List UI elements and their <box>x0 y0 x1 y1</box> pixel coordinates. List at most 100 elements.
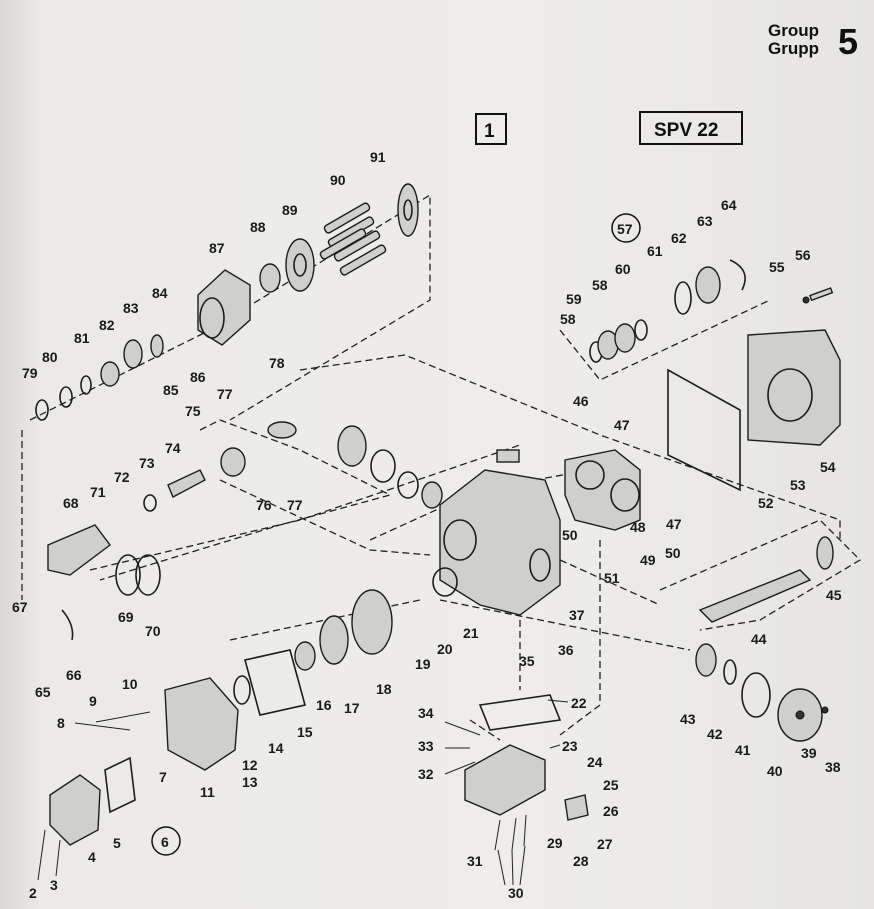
callout-4: 4 <box>88 849 96 865</box>
callout-45: 45 <box>826 587 842 603</box>
callout-74: 74 <box>165 440 181 456</box>
callout-13: 13 <box>242 774 258 790</box>
callout-64: 64 <box>721 197 737 213</box>
callout-59: 59 <box>566 291 582 307</box>
callout-76: 76 <box>256 497 272 513</box>
part-clip-66 <box>61 609 74 641</box>
callout-41: 41 <box>735 742 751 758</box>
callout-18: 18 <box>376 681 392 697</box>
part-servo-cylinder-68 <box>47 524 111 576</box>
callout-66: 66 <box>66 667 82 683</box>
callout-39: 39 <box>801 745 817 761</box>
part-ring-62 <box>674 281 692 315</box>
part-ring-41 <box>741 672 771 718</box>
callout-25: 25 <box>603 777 619 793</box>
part-bearing-17 <box>319 615 349 665</box>
part-washer-73 <box>143 494 157 512</box>
callout-34: 34 <box>418 705 434 721</box>
callout-19: 19 <box>415 656 431 672</box>
callout-6: 6 <box>161 834 169 850</box>
callout-20: 20 <box>437 641 453 657</box>
callout-58b: 58 <box>592 277 608 293</box>
callout-57: 57 <box>617 221 633 237</box>
callout-5: 5 <box>113 835 121 851</box>
callout-68: 68 <box>63 495 79 511</box>
part-bearing-63 <box>695 266 721 304</box>
callout-60: 60 <box>615 261 631 277</box>
part-gasket-22 <box>478 694 562 731</box>
parts <box>35 183 841 851</box>
section-box-number: 1 <box>484 121 495 142</box>
part-washer-55 <box>802 296 810 304</box>
callout-81: 81 <box>74 330 90 346</box>
callout-26: 26 <box>603 803 619 819</box>
part-ring-80 <box>59 386 73 408</box>
callout-40: 40 <box>767 763 783 779</box>
part-screw-56 <box>809 287 834 302</box>
part-bearing-18 <box>351 589 393 655</box>
callout-32: 32 <box>418 766 434 782</box>
callout-3: 3 <box>50 877 58 893</box>
callouts: 2 3 4 5 6 7 8 9 10 11 12 13 14 15 16 17 … <box>12 149 842 901</box>
callout-47a: 47 <box>614 417 630 433</box>
part-spring-83 <box>123 339 143 369</box>
part-pump-housing-11 <box>164 677 239 771</box>
callout-17: 17 <box>344 700 360 716</box>
callout-82: 82 <box>99 317 115 333</box>
callout-72: 72 <box>114 469 130 485</box>
callout-77b: 77 <box>287 497 303 513</box>
subassembly-circle-57: 57 <box>611 213 641 243</box>
callout-12: 12 <box>242 757 258 773</box>
part-housing-21 <box>439 469 561 616</box>
callout-8: 8 <box>57 715 65 731</box>
callout-91: 91 <box>370 149 386 165</box>
callout-71: 71 <box>90 484 106 500</box>
part-gasket-52 <box>667 368 741 492</box>
part-plate-28 <box>564 794 589 821</box>
callout-15: 15 <box>297 724 313 740</box>
callout-33: 33 <box>418 738 434 754</box>
callout-35: 35 <box>519 653 535 669</box>
part-washer-39 <box>821 706 829 714</box>
part-front-cover-54 <box>747 329 841 446</box>
part-gasket-14 <box>244 649 306 716</box>
part-cylinder-block-87 <box>197 269 251 346</box>
callout-43: 43 <box>680 711 696 727</box>
callout-62: 62 <box>671 230 687 246</box>
callout-65: 65 <box>35 684 51 700</box>
part-sleeve-82 <box>100 361 120 387</box>
model-box-label: SPV 22 <box>654 120 718 141</box>
callout-24: 24 <box>587 754 603 770</box>
callout-79: 79 <box>22 365 38 381</box>
part-cover-5 <box>104 756 136 814</box>
model-box: SPV 22 <box>639 111 743 145</box>
callout-29: 29 <box>547 835 563 851</box>
part-bearing-43 <box>695 643 717 677</box>
part-pistons-90 <box>319 202 387 276</box>
callout-86: 86 <box>190 369 206 385</box>
leader-lines <box>37 699 569 886</box>
callout-83: 83 <box>123 300 139 316</box>
callout-75: 75 <box>185 403 201 419</box>
callout-73: 73 <box>139 455 155 471</box>
part-ring-70 <box>135 554 161 596</box>
subassembly-circle-6: 6 <box>151 826 181 856</box>
part-ring-79 <box>35 399 49 421</box>
callout-2: 2 <box>29 885 37 901</box>
group-number: 5 <box>838 21 858 62</box>
callout-21: 21 <box>463 625 479 641</box>
callout-10: 10 <box>122 676 138 692</box>
part-housing-top <box>496 449 520 463</box>
callout-56: 56 <box>795 247 811 263</box>
callout-69: 69 <box>118 609 134 625</box>
callout-23: 23 <box>562 738 578 754</box>
part-bearing-45 <box>816 536 834 570</box>
callout-37: 37 <box>569 607 585 623</box>
part-ring-58b <box>634 319 648 341</box>
callout-11: 11 <box>200 784 215 800</box>
callout-22: 22 <box>571 695 587 711</box>
callout-84: 84 <box>152 285 168 301</box>
group-label-en: Group <box>768 21 819 40</box>
callout-78: 78 <box>269 355 285 371</box>
